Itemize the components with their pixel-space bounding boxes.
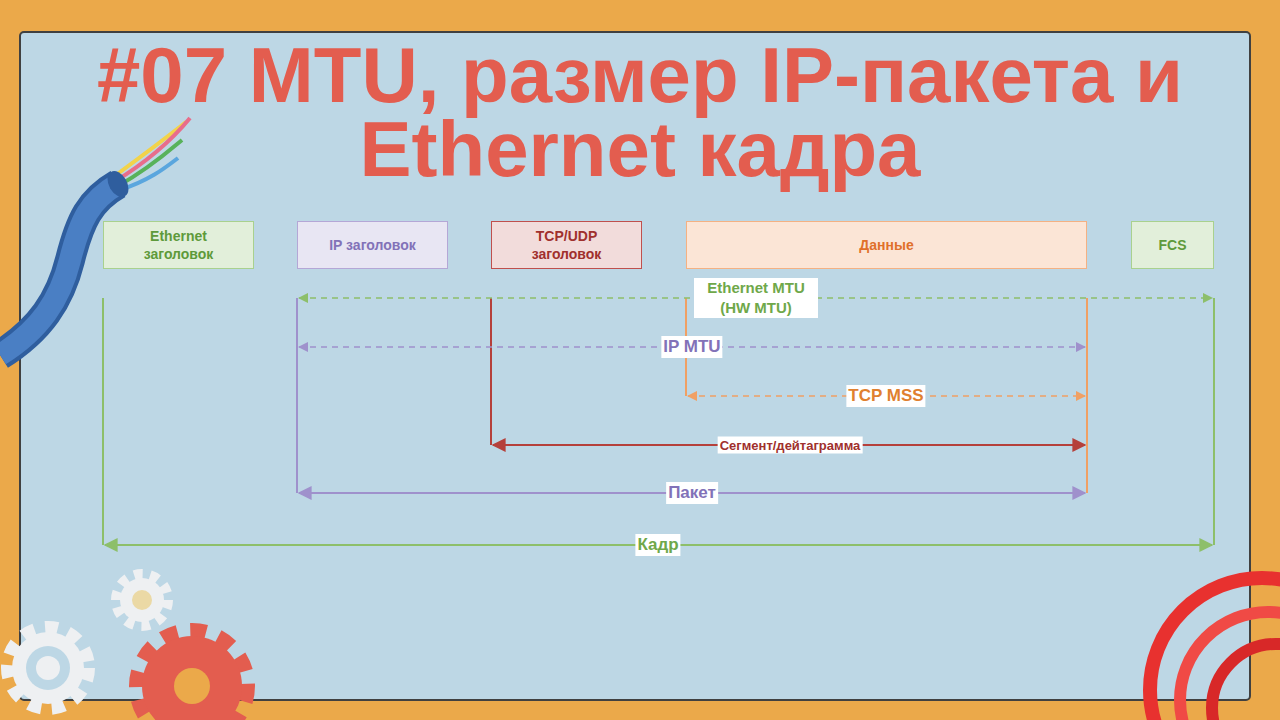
ethernet-header-box: Ethernet заголовок bbox=[103, 221, 254, 269]
box-label: Ethernet заголовок bbox=[124, 227, 234, 263]
title: #07 MTU, размер IP-пакета и Ethernet кад… bbox=[10, 38, 1270, 186]
ip-mtu-label: IP MTU bbox=[661, 336, 722, 358]
box-label: FCS bbox=[1159, 236, 1187, 254]
box-label: Данные bbox=[859, 236, 913, 254]
ethernet-mtu-label: Ethernet MTU (HW MTU) bbox=[694, 278, 818, 318]
packet-label: Пакет bbox=[666, 482, 718, 504]
ribbon-illustration bbox=[1150, 578, 1280, 720]
data-box: Данные bbox=[686, 221, 1087, 269]
dimension-lines bbox=[103, 298, 1214, 545]
frame-label: Кадр bbox=[635, 534, 680, 556]
transport-header-box: TCP/UDP заголовок bbox=[491, 221, 642, 269]
fcs-box: FCS bbox=[1131, 221, 1214, 269]
box-label: TCP/UDP заголовок bbox=[512, 227, 622, 263]
segment-label: Сегмент/дейтаграмма bbox=[718, 437, 863, 454]
gear-illustration bbox=[10, 576, 244, 720]
ip-header-box: IP заголовок bbox=[297, 221, 448, 269]
tcp-mss-label: TCP MSS bbox=[846, 385, 925, 407]
box-label: IP заголовок bbox=[329, 236, 416, 254]
